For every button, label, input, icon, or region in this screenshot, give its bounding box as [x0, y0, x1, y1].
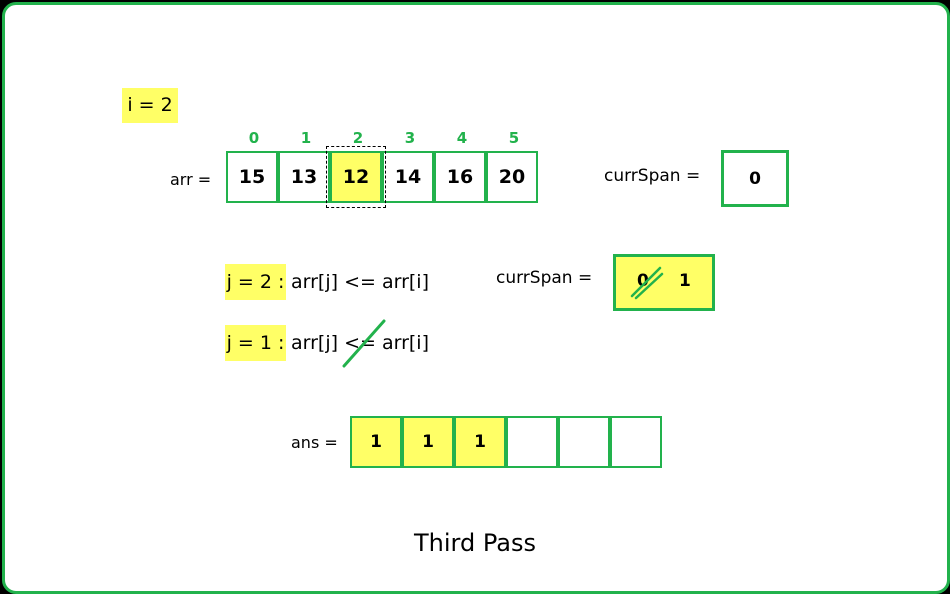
ans-cell-3 [506, 416, 558, 468]
arr-label: arr = [170, 170, 212, 189]
index-row: 0 1 2 3 4 5 [228, 129, 540, 149]
arr-cell-3: 14 [382, 151, 434, 203]
ans-label: ans = [291, 433, 338, 452]
index-4: 4 [456, 129, 468, 147]
ans-cell-5 [610, 416, 662, 468]
arr-cell-4: 16 [434, 151, 486, 203]
i-label: i = 2 [122, 88, 178, 123]
ans-cell-1: 1 [402, 416, 454, 468]
curr-span-mid-value: 1 [679, 271, 691, 291]
not-equal-strike [342, 319, 386, 368]
index-1: 1 [300, 129, 312, 147]
ans-cell-4 [558, 416, 610, 468]
index-5: 5 [508, 129, 520, 147]
j-row-1-condition: arr[j] <= arr[i] [291, 332, 429, 354]
index-2: 2 [352, 129, 364, 147]
curr-span-mid-label: currSpan = [496, 268, 593, 288]
index-3: 3 [404, 129, 416, 147]
j-row-0-label: j = 2 : [225, 264, 286, 300]
ans-cell-2: 1 [454, 416, 506, 468]
ans-array: 1 1 1 [350, 416, 666, 470]
index-0: 0 [248, 129, 260, 147]
arr-cell-2-current: 12 [330, 151, 382, 203]
curr-span-top-value: 0 [749, 168, 761, 189]
arr-cell-5: 20 [486, 151, 538, 203]
caption: Third Pass [414, 529, 536, 557]
arr-array: 15 13 12 14 16 20 [226, 151, 542, 205]
old-value-strike [630, 266, 664, 300]
current-cell-marker [326, 146, 386, 208]
j-row-0-condition: arr[j] <= arr[i] [291, 271, 429, 293]
ans-cell-0: 1 [350, 416, 402, 468]
arr-cell-1: 13 [278, 151, 330, 203]
curr-span-mid-box [613, 254, 715, 311]
curr-span-top-box: 0 [721, 150, 789, 207]
curr-span-top-label: currSpan = [604, 166, 701, 186]
arr-cell-0: 15 [226, 151, 278, 203]
curr-span-mid-old-value: 0 [637, 271, 649, 291]
j-row-1-label: j = 1 : [225, 325, 286, 361]
